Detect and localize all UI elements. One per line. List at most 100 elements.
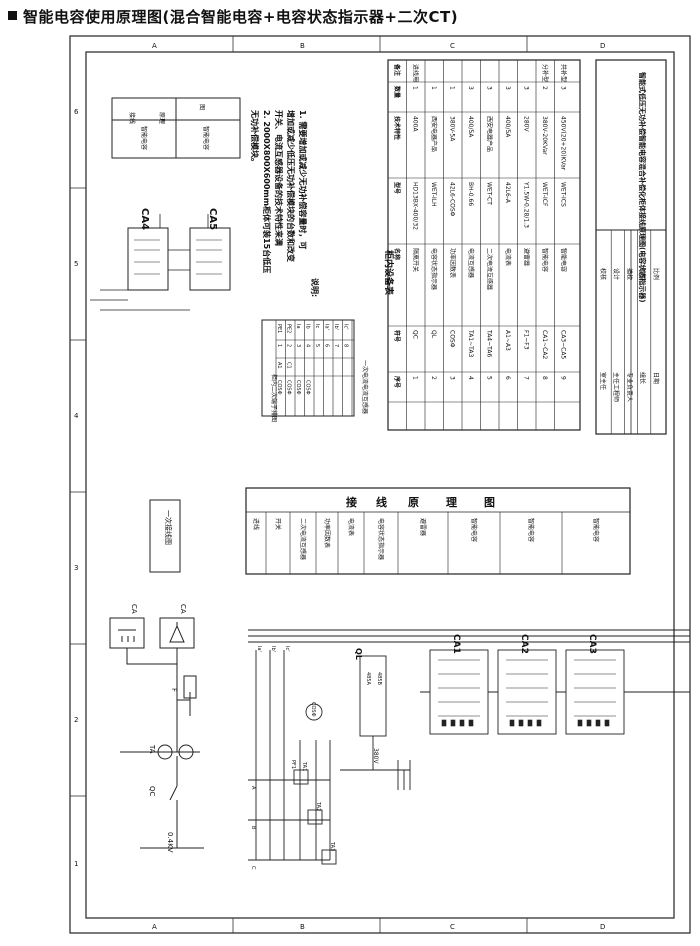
title-block-field: 设计 bbox=[612, 268, 620, 280]
voltage-label: 0.4KV bbox=[166, 832, 174, 853]
terminal-cell: COSΦ bbox=[305, 380, 311, 395]
upper-grid: 接线 原理 图 智能电容 智能电容 bbox=[111, 97, 241, 159]
equipment-cell: 智能电容 bbox=[541, 248, 549, 272]
primary-circuit bbox=[109, 617, 204, 849]
title-block-field: 组长 bbox=[639, 372, 647, 384]
middle-table: 进线开关二次电流互感器功率因数表电流表电容状态指示器避雷器智能电容智能电容智能电… bbox=[245, 487, 631, 575]
terminal-cell: Ia bbox=[295, 324, 301, 329]
primary-label-box bbox=[149, 499, 181, 573]
zone-number-6: 6 bbox=[74, 108, 79, 116]
equipment-cell: 4 bbox=[467, 376, 474, 380]
equipment-cell: TA1~TA3 bbox=[467, 329, 474, 357]
note-line-2: 增加或减少低压无功补偿模块的台数和改变 bbox=[286, 110, 296, 262]
middle-table-header: 接 bbox=[346, 495, 357, 509]
equipment-header-cell: 名称 bbox=[393, 248, 401, 260]
equipment-cell: 西安电器产品 bbox=[430, 116, 438, 152]
middle-table-label: 避雷器 bbox=[419, 518, 427, 536]
f-label: F bbox=[170, 688, 178, 692]
terminal-cell: 4 bbox=[305, 344, 311, 347]
middle-table-label: 功率因数表 bbox=[323, 518, 331, 548]
equipment-cell: 2 bbox=[541, 86, 548, 90]
upper-grid-label-1: 接线 bbox=[128, 112, 136, 124]
equipment-cell: BH-0.66 bbox=[467, 182, 474, 206]
equipment-cell: WET-ICS bbox=[560, 182, 567, 207]
square-bullet-icon bbox=[8, 11, 17, 20]
equipment-cell: 3 bbox=[504, 86, 511, 90]
equipment-cell: 电流互感器 bbox=[467, 248, 475, 278]
equipment-cell: A1~A3 bbox=[504, 330, 511, 351]
feeder-label-a: A bbox=[250, 786, 256, 790]
equipment-cell: TA4~TA6 bbox=[486, 329, 493, 357]
equipment-header-cell: 数量 bbox=[393, 86, 401, 98]
middle-table-label: 智能电容 bbox=[592, 518, 600, 542]
upper-grid-cell-2: 智能电容 bbox=[202, 126, 210, 150]
equipment-cell: HD13BX-400/32 bbox=[412, 182, 419, 230]
equipment-cell: COSΦ bbox=[449, 330, 456, 348]
terminal-cell: COSΦ bbox=[295, 380, 301, 395]
title-block-field: 比例 bbox=[652, 268, 660, 280]
middle-table-label: 进线 bbox=[252, 518, 260, 530]
title-block-field: 日期 bbox=[652, 372, 660, 384]
equipment-cell: 42L6-A bbox=[504, 182, 511, 204]
capacitor-ca1-label: CA1 bbox=[451, 634, 461, 654]
equipment-cell: QC bbox=[412, 330, 419, 339]
phase-label-ic: Ic' bbox=[284, 646, 290, 652]
primary-label: 一次接线图 bbox=[164, 510, 173, 545]
equipment-cell: 3 bbox=[486, 86, 493, 90]
terminal-cell: Ib' bbox=[333, 324, 339, 330]
equipment-cell: WET-CT bbox=[486, 182, 493, 205]
ql-input-485b: 485B bbox=[376, 672, 382, 686]
equipment-cell: 400/5A bbox=[467, 116, 474, 138]
zone-letter-c-top: C bbox=[450, 42, 455, 50]
zone-letter-a-bottom: A bbox=[152, 923, 157, 931]
equipment-table: 备注数量技术特性型号名称符号序号进线用1400AHD13BX-400/32隔离开… bbox=[383, 59, 581, 431]
title-block-field: 专业负责人 bbox=[625, 372, 633, 402]
title-block-project-1: 智能式低压无功补偿智能电容混合补偿化柜体接线原理图(电容状态指示器) bbox=[638, 72, 647, 302]
equipment-header-cell: 备注 bbox=[393, 63, 401, 76]
equipment-cell: 3 bbox=[467, 86, 474, 90]
zone-number-4: 4 bbox=[74, 412, 79, 420]
middle-table-label: 智能电容 bbox=[527, 518, 535, 542]
equipment-cell: 1 bbox=[412, 376, 419, 380]
zone-letter-d-top: D bbox=[600, 42, 605, 50]
terminal-cell: Ic bbox=[314, 324, 320, 328]
feeder-label-b: B bbox=[250, 826, 256, 830]
ct-label-ta1: TA1 bbox=[301, 761, 307, 771]
ca-label-left: CA bbox=[130, 604, 138, 614]
ql-label: QL bbox=[354, 648, 363, 660]
equipment-cell: 1 bbox=[412, 86, 419, 90]
notes-block: 1. 需要增加或减少无功补偿容量时，可 增加或减少低压无功补偿模块的台数和改变 … bbox=[250, 109, 320, 297]
middle-table-label: 电流表 bbox=[347, 518, 355, 536]
equipment-cell: 功率因数表 bbox=[449, 248, 457, 278]
equipment-cell: 电容状态指示器 bbox=[430, 248, 438, 290]
middle-table-label: 电容状态指示器 bbox=[377, 518, 385, 560]
equipment-cell: F1~F3 bbox=[523, 330, 530, 350]
capacitor-ca4-label: CA4 bbox=[139, 208, 150, 230]
equipment-cell: 1 bbox=[449, 86, 456, 90]
terminal-cell: 7 bbox=[333, 344, 339, 347]
title-block-field: 校核 bbox=[599, 268, 607, 280]
equipment-cell: 280V bbox=[523, 116, 530, 132]
terminal-cell: A1 bbox=[276, 362, 282, 369]
equipment-header-cell: 技术特性 bbox=[393, 116, 401, 140]
terminal-cell: 6 bbox=[324, 344, 330, 347]
terminal-cell: 5 bbox=[314, 344, 320, 347]
capacitor-ca5-label: CA5 bbox=[207, 208, 218, 230]
equipment-cell: 共补型 bbox=[560, 64, 568, 82]
upper-grid-label-2: 原理 bbox=[158, 112, 165, 124]
title-block: 智能式低压无功补偿智能电容混合补偿化柜体接线原理图(电容状态指示器) 室主任主任… bbox=[595, 59, 667, 435]
equipment-cell: 5 bbox=[486, 376, 493, 380]
equipment-cell: 3 bbox=[449, 376, 456, 380]
phase-labels: Ia' Ib' Ic' TA1 TA2 TA3 A B C bbox=[250, 646, 335, 870]
page-title-text: 智能电容使用原理图(混合智能电容+电容状态指示器+二次CT) bbox=[23, 8, 459, 26]
equipment-cell: 1 bbox=[430, 86, 437, 90]
cos-meter-label: COSΦ bbox=[310, 702, 316, 717]
equipment-cell: 42L6-COSΦ bbox=[449, 182, 456, 217]
terminal-cell: Ib bbox=[305, 324, 311, 329]
equipment-cell: 隔离开关 bbox=[412, 248, 420, 272]
phase-label-ib: Ib' bbox=[270, 646, 276, 652]
terminal-table-footer: 一次电流电流互感器 bbox=[361, 360, 369, 414]
terminal-cell: COSΦ bbox=[276, 380, 282, 395]
upper-grid-cell-1: 智能电容 bbox=[140, 126, 148, 150]
equipment-cell: 分补型 bbox=[541, 64, 549, 82]
